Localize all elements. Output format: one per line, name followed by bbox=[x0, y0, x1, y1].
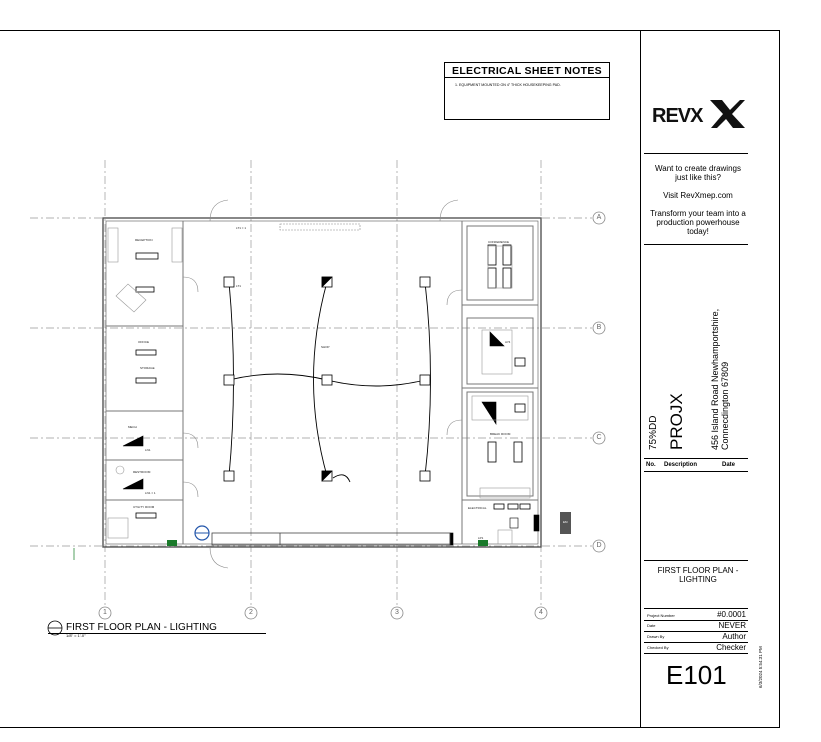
fixture-tag: A74 bbox=[505, 340, 511, 344]
electrical-sheet-notes: ELECTRICAL SHEET NOTES 1. EQUIPMENT MOUN… bbox=[444, 62, 610, 120]
grid-col-3: 3 bbox=[395, 609, 399, 616]
notes-rule bbox=[445, 77, 609, 78]
grid-col-2: 2 bbox=[249, 609, 253, 616]
revision-col-description: Description bbox=[664, 462, 698, 468]
exterior-walls bbox=[102, 217, 542, 548]
promo-line-1: Want to create drawings just like this? bbox=[655, 164, 741, 182]
room-label: STORAGE bbox=[140, 366, 155, 370]
room-label: MECH bbox=[128, 425, 137, 429]
room-label: RECEPTION bbox=[135, 238, 153, 242]
grid-bubbles bbox=[98, 211, 606, 620]
date-value: NEVER bbox=[718, 621, 746, 630]
date-label: Date bbox=[647, 623, 656, 628]
project-status: 75%DD bbox=[648, 415, 659, 450]
fixture-tag: EM bbox=[563, 520, 568, 524]
revx-logo: REVX bbox=[652, 100, 745, 128]
notes-title: ELECTRICAL SHEET NOTES bbox=[452, 65, 602, 77]
doors bbox=[182, 199, 463, 569]
info-rule bbox=[644, 631, 748, 632]
plan-title: FIRST FLOOR PLAN - LIGHTING bbox=[66, 622, 217, 633]
grid-row-a: A bbox=[596, 214, 602, 221]
room-label: SHOP bbox=[321, 345, 330, 349]
sheet-title-top-rule bbox=[644, 560, 748, 561]
grid-col-1: 1 bbox=[103, 609, 107, 616]
room-label: ELECTRICAL bbox=[468, 506, 487, 510]
room-label: RESTROOM bbox=[133, 470, 151, 474]
furniture bbox=[107, 227, 531, 545]
room-label: BREAK ROOM bbox=[490, 432, 511, 436]
info-rule bbox=[644, 653, 748, 654]
plan-title-marker bbox=[47, 620, 63, 636]
fixture-tag: LP1 bbox=[478, 536, 484, 540]
sheet-title: FIRST FLOOR PLAN - LIGHTING bbox=[657, 566, 739, 584]
room-label: UTILITY ROOM bbox=[133, 505, 155, 509]
interior-walls bbox=[106, 221, 538, 544]
promo-link[interactable]: Visit RevXmep.com bbox=[663, 191, 733, 200]
revision-header-rule bbox=[644, 471, 748, 472]
grid-row-d: D bbox=[596, 542, 602, 549]
project-number: #0.0001 bbox=[717, 610, 746, 619]
emergency-fixtures bbox=[122, 276, 540, 546]
drawn-by-label: Drawn By bbox=[647, 634, 665, 639]
power-panels bbox=[167, 512, 571, 546]
sheet-number: E101 bbox=[666, 660, 727, 690]
sheet-info-top-rule bbox=[644, 608, 748, 609]
plan-title-underline bbox=[48, 633, 266, 634]
checked-by-label: Checked By bbox=[647, 645, 669, 650]
svg-text:REVX: REVX bbox=[652, 105, 704, 127]
title-block-divider bbox=[640, 30, 641, 728]
fixture-tag: LT1 = 1 bbox=[236, 226, 247, 230]
room-label: OFFICE bbox=[138, 340, 149, 344]
corridor bbox=[211, 532, 451, 546]
promo-line-3: Transform your team into a production po… bbox=[650, 209, 746, 236]
revision-col-no: No. bbox=[646, 462, 656, 468]
sheet-timestamp: 6/3/2024 5:54:31 PM bbox=[758, 646, 763, 688]
fixture-tag: LT1 bbox=[236, 284, 241, 288]
grid-row-b: B bbox=[596, 324, 602, 331]
notes-item: 1. EQUIPMENT MOUNTED ON 4" THICK HOUSEKE… bbox=[455, 83, 561, 87]
project-address: 456 Island Road Newhamportshire, Connecd… bbox=[710, 308, 730, 450]
revision-top-rule bbox=[644, 458, 748, 459]
info-rule bbox=[644, 620, 748, 621]
revision-col-date: Date bbox=[722, 462, 736, 468]
fixture-tag: LN1 bbox=[145, 448, 151, 452]
info-rule bbox=[644, 642, 748, 643]
checked-by-value: Checker bbox=[716, 643, 746, 652]
plan-scale: 1/8" = 1'-0" bbox=[66, 633, 86, 638]
project-name: PROJX bbox=[667, 393, 686, 450]
room-label: CONFERENCE bbox=[488, 240, 510, 244]
fixture-tag: LN1 = 1 bbox=[145, 491, 156, 495]
promo-top-rule bbox=[644, 153, 748, 154]
sheet-border bbox=[0, 30, 780, 728]
project-number-label: Project Number bbox=[647, 613, 675, 618]
grid-row-c: C bbox=[596, 434, 602, 441]
promo-bottom-rule bbox=[644, 244, 748, 245]
grid-col-4: 4 bbox=[539, 609, 543, 616]
drawn-by-value: Author bbox=[722, 632, 746, 641]
